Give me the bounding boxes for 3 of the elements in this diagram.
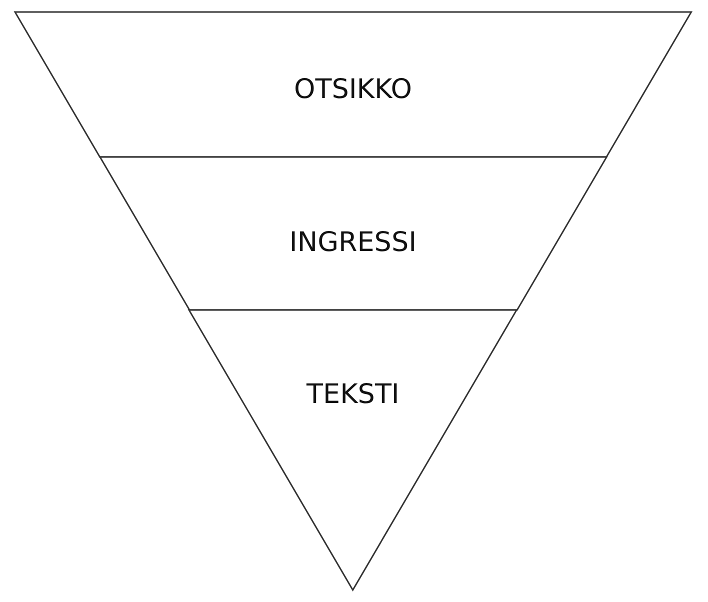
tier-label: OTSIKKO: [292, 74, 413, 105]
tier-label: INGRESSI: [288, 227, 418, 258]
tier-label: TEKSTI: [305, 379, 400, 410]
